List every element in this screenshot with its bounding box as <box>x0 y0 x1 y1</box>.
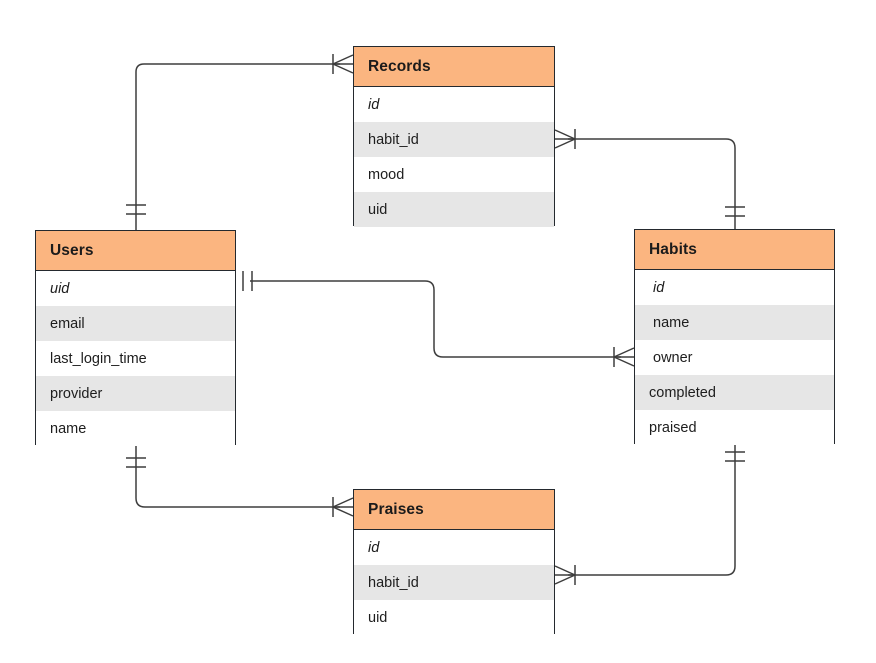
attribute-row[interactable]: id <box>635 270 834 305</box>
attribute-row[interactable]: name <box>635 305 834 340</box>
attribute-row[interactable]: habit_id <box>354 565 554 600</box>
entity-users-title: Users <box>36 231 235 271</box>
relationship-users-habits <box>242 271 635 367</box>
entity-praises[interactable]: Praises id habit_id uid <box>353 489 555 635</box>
attribute-row[interactable]: provider <box>36 376 235 411</box>
attribute-row[interactable]: mood <box>354 157 554 192</box>
attribute-row[interactable]: name <box>36 411 235 446</box>
entity-records-title: Records <box>354 47 554 87</box>
attribute-row[interactable]: email <box>36 306 235 341</box>
attribute-row[interactable]: habit_id <box>354 122 554 157</box>
attribute-row[interactable]: id <box>354 87 554 122</box>
relationship-praises-habits <box>554 444 745 585</box>
entity-habits-title: Habits <box>635 230 834 270</box>
attribute-row[interactable]: uid <box>354 600 554 635</box>
attribute-row[interactable]: completed <box>635 375 834 410</box>
entity-praises-title: Praises <box>354 490 554 530</box>
attribute-row[interactable]: id <box>354 530 554 565</box>
attribute-row[interactable]: uid <box>354 192 554 227</box>
entity-habits[interactable]: Habits id name owner completed praised <box>634 229 835 445</box>
relationship-users-records <box>126 54 354 230</box>
relationship-users-praises <box>126 445 354 517</box>
attribute-row[interactable]: owner <box>635 340 834 375</box>
attribute-row[interactable]: last_login_time <box>36 341 235 376</box>
entity-records[interactable]: Records id habit_id mood uid <box>353 46 555 227</box>
attribute-row[interactable]: praised <box>635 410 834 445</box>
relationship-records-habits <box>554 129 745 229</box>
entity-users[interactable]: Users uid email last_login_time provider… <box>35 230 236 446</box>
attribute-row[interactable]: uid <box>36 271 235 306</box>
